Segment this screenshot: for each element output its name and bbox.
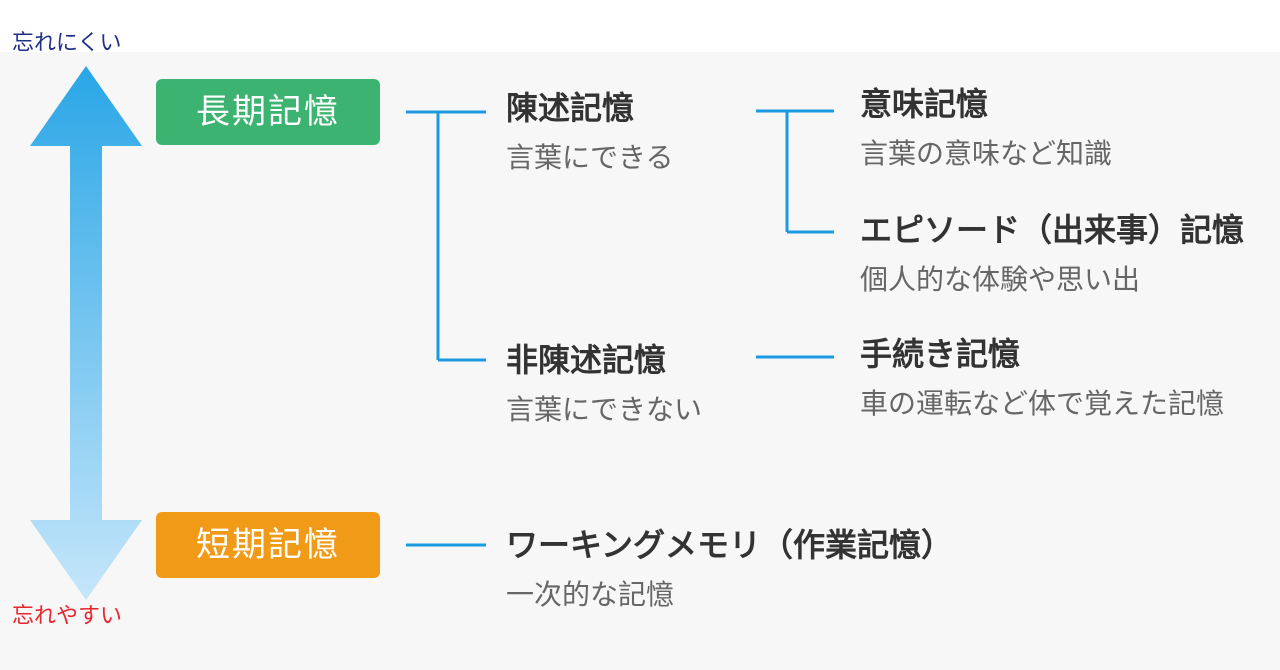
nondeclarative-memory-node: 非陳述記憶 言葉にできない bbox=[506, 340, 702, 430]
procedural-memory-node: 手続き記憶 車の運転など体で覚えた記憶 bbox=[860, 334, 1224, 424]
working-memory-node: ワーキングメモリ（作業記憶） 一次的な記憶 bbox=[506, 525, 953, 615]
semantic-memory-node: 意味記憶 言葉の意味など知識 bbox=[860, 84, 1112, 174]
episodic-memory-title: エピソード（出来事）記憶 bbox=[860, 211, 1245, 249]
procedural-memory-desc: 車の運転など体で覚えた記憶 bbox=[860, 387, 1225, 420]
easy-to-forget-label: 忘れやすい bbox=[12, 604, 123, 629]
nondeclarative-memory-desc: 言葉にできない bbox=[506, 393, 703, 426]
semantic-memory-title: 意味記憶 bbox=[860, 85, 989, 123]
procedural-memory-title: 手続き記憶 bbox=[860, 335, 1021, 373]
declarative-memory-desc: 言葉にできる bbox=[506, 141, 674, 174]
declarative-memory-node: 陳述記憶 言葉にできる bbox=[506, 88, 673, 178]
working-memory-desc: 一次的な記憶 bbox=[506, 578, 675, 611]
nondeclarative-memory-title: 非陳述記憶 bbox=[506, 341, 667, 379]
episodic-memory-node: エピソード（出来事）記憶 個人的な体験や思い出 bbox=[860, 210, 1244, 300]
retention-arrow bbox=[30, 66, 142, 600]
long-term-memory-box: 長期記憶 bbox=[156, 79, 380, 145]
episodic-memory-desc: 個人的な体験や思い出 bbox=[860, 263, 1141, 296]
short-term-memory-box: 短期記憶 bbox=[156, 512, 380, 578]
working-memory-title: ワーキングメモリ（作業記憶） bbox=[506, 526, 954, 564]
declarative-memory-title: 陳述記憶 bbox=[506, 89, 635, 127]
double-arrow-shape bbox=[30, 66, 142, 600]
hard-to-forget-label: 忘れにくい bbox=[12, 31, 122, 56]
semantic-memory-desc: 言葉の意味など知識 bbox=[860, 137, 1113, 170]
